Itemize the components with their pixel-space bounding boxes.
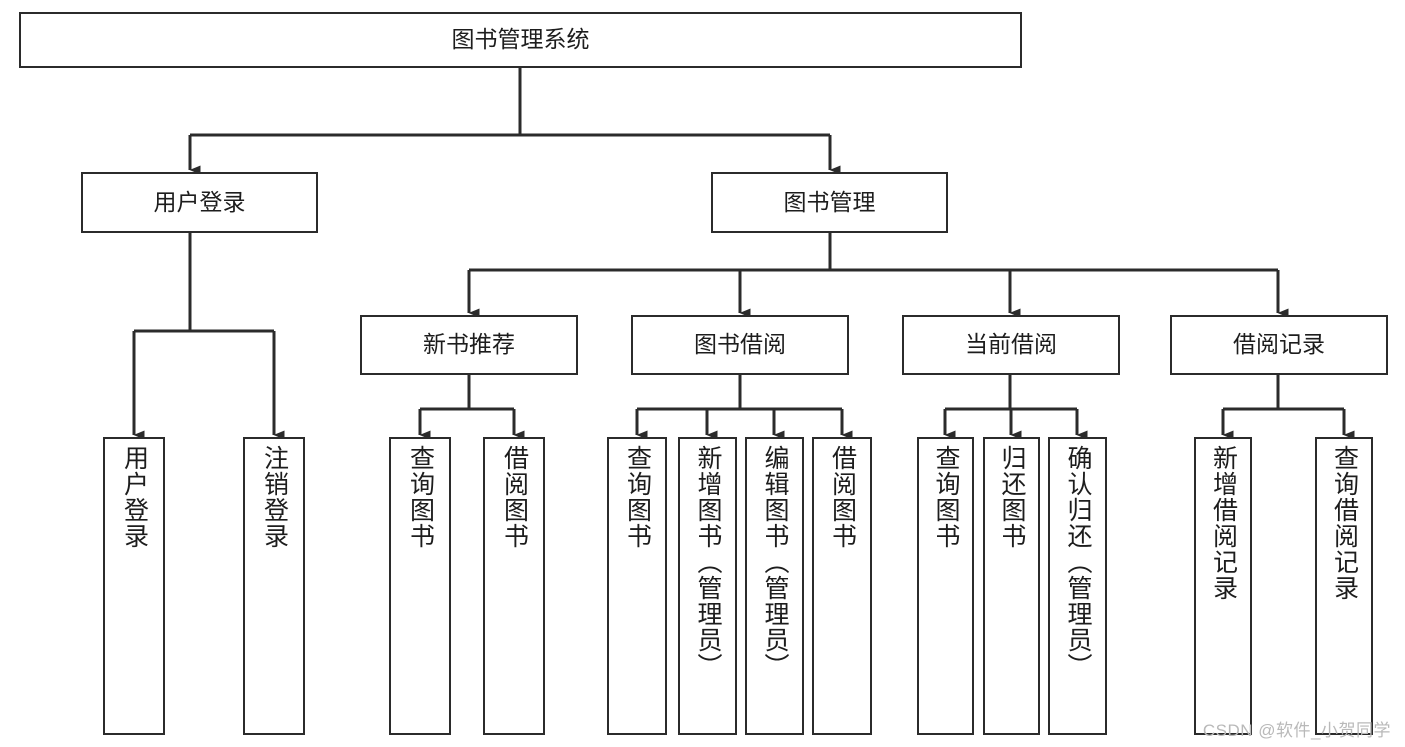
node-leaf-confirm-return-admin[interactable]: 确认归还（管理员）: [1048, 437, 1107, 735]
node-label: 确认归还（管理员）: [1064, 445, 1092, 679]
node-leaf-borrow-book[interactable]: 借阅图书: [812, 437, 872, 735]
node-label: 图书管理: [783, 188, 876, 215]
node-user-login[interactable]: 用户登录: [81, 172, 318, 233]
node-label: 新书推荐: [423, 331, 515, 358]
node-label: 查询图书: [932, 445, 960, 549]
node-leaf-query-book-newbook[interactable]: 查询图书: [389, 437, 451, 735]
node-leaf-logout[interactable]: 注销登录: [243, 437, 305, 735]
node-label: 图书借阅: [694, 331, 786, 358]
node-label: 图书管理系统: [451, 26, 590, 53]
node-label: 新增图书（管理员）: [694, 445, 722, 679]
node-leaf-edit-book-admin[interactable]: 编辑图书（管理员）: [745, 437, 804, 735]
node-leaf-user-login[interactable]: 用户登录: [103, 437, 165, 735]
node-borrowing-record[interactable]: 借阅记录: [1170, 315, 1388, 375]
node-leaf-borrow-book-newbook[interactable]: 借阅图书: [483, 437, 545, 735]
node-label: 用户登录: [120, 445, 149, 549]
node-label: 归还图书: [998, 445, 1026, 549]
node-label: 编辑图书（管理员）: [761, 445, 789, 679]
node-label: 当前借阅: [965, 331, 1057, 358]
node-leaf-query-borrow-record[interactable]: 查询借阅记录: [1315, 437, 1373, 735]
node-label: 借阅记录: [1233, 331, 1325, 358]
node-root-library-management-system[interactable]: 图书管理系统: [19, 12, 1022, 68]
node-label: 借阅图书: [828, 445, 857, 549]
node-current-borrowing[interactable]: 当前借阅: [902, 315, 1120, 375]
node-new-book-recommendation[interactable]: 新书推荐: [360, 315, 578, 375]
node-leaf-query-book-borrow[interactable]: 查询图书: [607, 437, 667, 735]
node-label: 借阅图书: [500, 445, 529, 549]
node-leaf-return-book[interactable]: 归还图书: [983, 437, 1040, 735]
node-book-management[interactable]: 图书管理: [711, 172, 948, 233]
node-label: 新增借阅记录: [1209, 445, 1238, 601]
node-book-borrowing[interactable]: 图书借阅: [631, 315, 849, 375]
node-leaf-query-book-current[interactable]: 查询图书: [917, 437, 974, 735]
node-label: 注销登录: [260, 445, 289, 549]
node-leaf-add-borrow-record[interactable]: 新增借阅记录: [1194, 437, 1252, 735]
node-leaf-add-book-admin[interactable]: 新增图书（管理员）: [678, 437, 737, 735]
node-label: 查询借阅记录: [1330, 445, 1359, 601]
node-label: 查询图书: [406, 445, 435, 549]
node-label: 用户登录: [153, 188, 246, 215]
csdn-watermark: CSDN @软件_小贺同学: [1202, 721, 1391, 740]
node-label: 查询图书: [623, 445, 652, 549]
